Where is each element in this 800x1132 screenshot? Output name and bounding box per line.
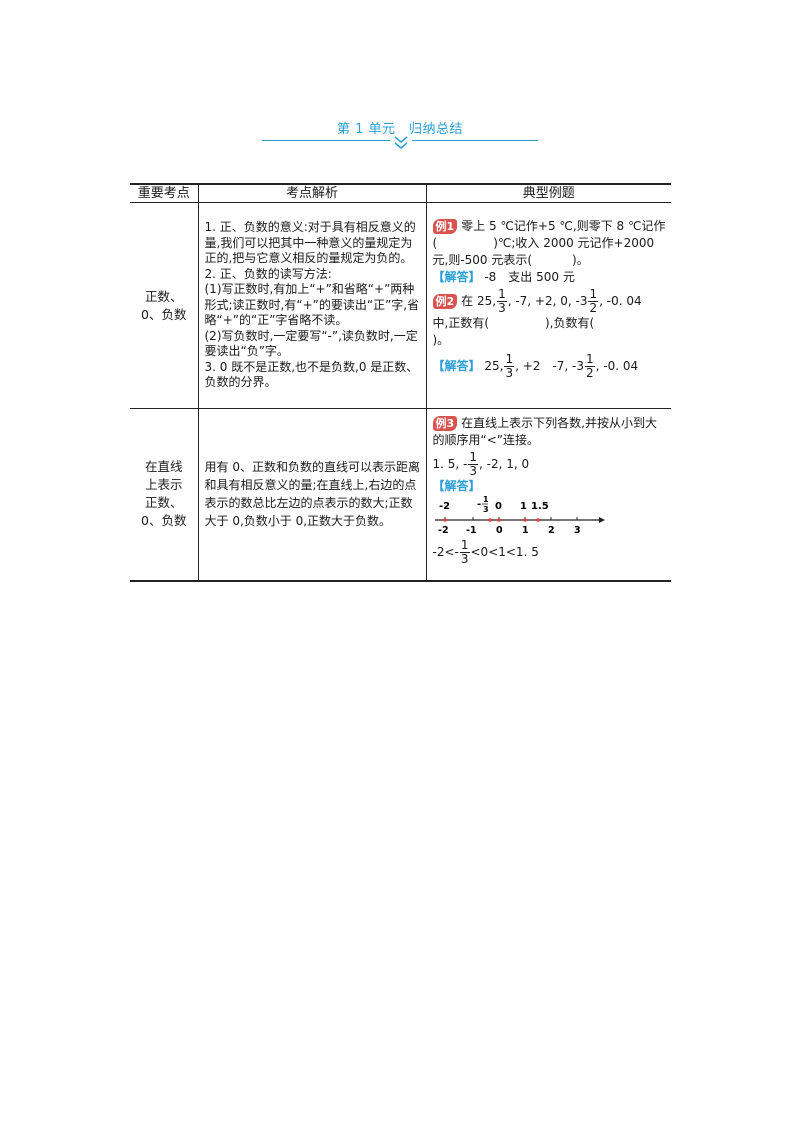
nl-label-minus-two: -2	[439, 501, 450, 512]
category-cell: 在直线 上表示 正数、 0、负数	[130, 408, 199, 582]
answer-text: 25,	[484, 359, 504, 373]
nl-label-one: 1	[520, 501, 527, 512]
answer-label: 【解答】	[432, 479, 481, 493]
table-header-row: 重要考点 考点解析 典型例题	[130, 183, 671, 203]
header-examples: 典型例题	[426, 183, 671, 203]
example-text: 中,正数有(	[432, 316, 490, 330]
example-text: ),负数有(	[545, 316, 595, 330]
example-text: 在 25,	[461, 294, 497, 308]
example-2-question: 中,正数有( ),负数有( )。	[433, 315, 668, 349]
answer-label: 【解答】	[432, 270, 481, 284]
analysis-item: 2. 正、负数的读写方法:	[204, 266, 332, 281]
header-key-points: 重要考点	[130, 183, 199, 203]
example-badge: 例2	[432, 294, 458, 309]
answer-3: 【解答】	[433, 478, 668, 495]
header-analysis: 考点解析	[198, 183, 427, 203]
answer-text: -8 支出 500 元	[484, 270, 575, 284]
analysis-item: 3. 0 既不是正数,也不是负数,0 是正数、负数的分界。	[204, 359, 419, 390]
summary-table: 重要考点 考点解析 典型例题 正数、 0、负数 1. 正、负数的意义:对于具有相…	[130, 183, 671, 582]
analysis-cell: 用有 0、正数和负数的直线可以表示距离和具有相反意义的量;在直线上,右边的点表示…	[198, 408, 427, 582]
answer-text: , -0. 04	[595, 359, 639, 373]
answer-text: -2<-	[432, 545, 459, 559]
title-block: 第 1 单元 归纳总结	[262, 118, 538, 158]
nl-tick: -1	[466, 525, 477, 536]
analysis-cell: 1. 正、负数的意义:对于具有相反意义的量,我们可以把其中一种意义的量规定为正的…	[198, 202, 427, 409]
nl-tick: 2	[548, 525, 555, 536]
table-row: 在直线 上表示 正数、 0、负数 用有 0、正数和负数的直线可以表示距离和具有相…	[130, 408, 671, 582]
answer-1: 【解答】 -8 支出 500 元	[433, 269, 668, 286]
double-chevron-down-icon	[394, 136, 408, 149]
answer-label: 【解答】	[432, 359, 481, 373]
example-text: )。	[572, 253, 589, 267]
example-text: 零上 5 ℃记作+5 ℃,则零下 8 ℃记作(	[432, 219, 666, 250]
title-rule-right	[412, 140, 538, 141]
answer-text: , +2 -7, -3	[515, 359, 584, 373]
number-line: -2 - 1 3 0 1 1.5	[434, 495, 605, 536]
example-text: 1. 5, -	[432, 457, 468, 471]
analysis-item: 1. 正、负数的意义:对于具有相反意义的量,我们可以把其中一种意义的量规定为正的…	[204, 220, 416, 266]
category-cell: 正数、 0、负数	[130, 202, 199, 409]
answer-text: <0<1<1. 5	[470, 545, 539, 559]
nl-label-minus-third-den: 3	[483, 505, 489, 514]
table-row: 正数、 0、负数 1. 正、负数的意义:对于具有相反意义的量,我们可以把其中一种…	[130, 202, 671, 409]
analysis-item: (2)写负数时,一定要写“-”,读负数时,一定要读出“负”字。	[204, 328, 418, 359]
page-title: 第 1 单元 归纳总结	[336, 122, 464, 137]
example-text: , -0. 04	[599, 294, 642, 308]
nl-label-minus-third: -	[477, 499, 481, 510]
example-text: , -2, 1, 0	[479, 457, 530, 471]
example-badge: 例1	[432, 219, 458, 234]
nl-label-one-half: 1.5	[531, 501, 549, 512]
nl-tick: 3	[574, 525, 581, 536]
nl-label-minus-third-num: 1	[483, 495, 489, 504]
example-text: )。	[432, 333, 450, 347]
example-text: , -7, +2, 0, -3	[507, 294, 588, 308]
nl-tick: -2	[438, 525, 449, 536]
example-badge: 例3	[432, 416, 458, 431]
example-text: 在直线上表示下列各数,并按从小到大的顺序用“<”连接。	[432, 416, 657, 447]
nl-tick: 0	[496, 525, 503, 536]
example-text: )℃;收入 2000 元记作+2000 元,则-500 元表示(	[432, 236, 655, 267]
nl-label-zero: 0	[495, 501, 502, 512]
title-rule-left	[262, 140, 390, 141]
nl-tick: 1	[522, 525, 529, 536]
analysis-item: (1)写正数时,有加上“+”和省略“+”两种形式;读正数时,有“+”的要读出“正…	[204, 282, 420, 328]
